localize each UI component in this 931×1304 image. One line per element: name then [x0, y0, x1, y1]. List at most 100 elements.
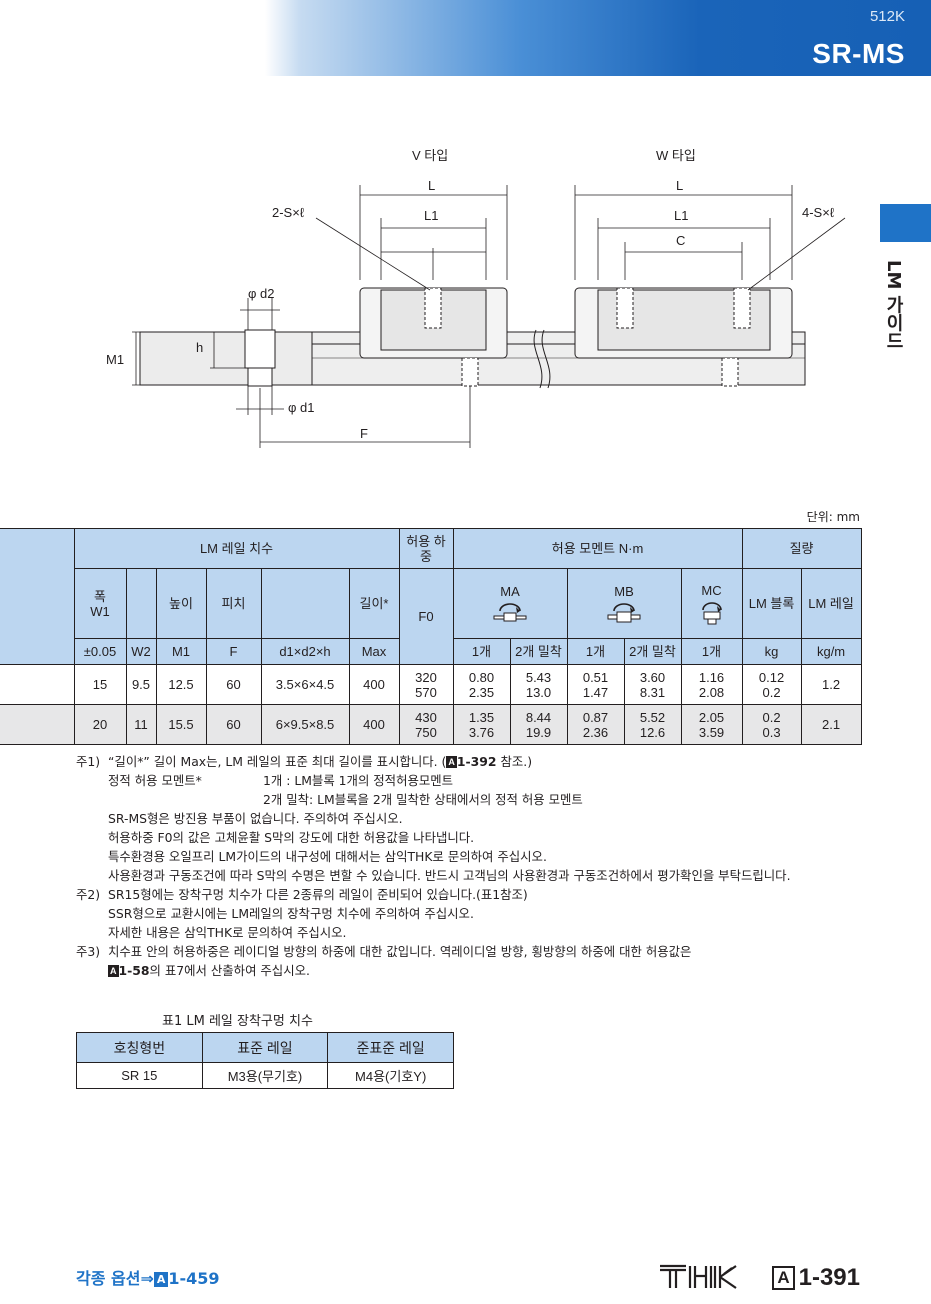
- header-length: 길이*: [348, 568, 400, 639]
- dim-L1-w: L1: [674, 208, 688, 223]
- unit-W2: W2: [125, 638, 157, 665]
- unit-M1: M1: [155, 638, 207, 665]
- model-col-header: [0, 528, 75, 665]
- unit-kg: kg: [741, 638, 802, 665]
- unit-MB-1: 1개: [566, 638, 625, 665]
- cell-max: 400: [348, 704, 400, 745]
- table1-header: 호칭형번: [76, 1032, 203, 1063]
- header-MC: MC: [680, 568, 743, 639]
- unit-label: 단위: mm: [806, 510, 860, 524]
- catalog-code: 512K: [869, 8, 905, 25]
- unit-MB-2: 2개 밀착: [623, 638, 682, 665]
- cell-F: 60: [205, 704, 262, 745]
- note-1-line5: 허용하중 F0의 값은 고체윤활 S막의 강도에 대한 허용값을 나타냅니다.: [108, 830, 475, 845]
- page-badge: A: [772, 1266, 795, 1290]
- hole-label-v: 2-S×ℓ: [272, 205, 305, 220]
- cell-dxh: 6×9.5×8.5: [260, 704, 350, 745]
- dim-M1: M1: [106, 352, 124, 367]
- dim-F: F: [360, 426, 368, 441]
- dim-L-w: L: [676, 178, 683, 193]
- note-1-moment: 정적 허용 모멘트*1개 : LM블록 1개의 정적허용모멘트: [108, 773, 454, 788]
- ref-link[interactable]: 1-392: [456, 754, 497, 769]
- table1-cell: SR 15: [76, 1062, 203, 1089]
- note-1-line7: 사용환경과 구동조건에 따라 S막의 수명은 변할 수 있습니다. 반드시 고객…: [108, 868, 791, 883]
- unit-kgm: kg/m: [800, 638, 862, 665]
- mc-moment-icon: [701, 601, 722, 624]
- ref-badge: A: [446, 756, 457, 768]
- cell-W1: 15: [73, 664, 127, 705]
- unit-MC-1: 1개: [680, 638, 743, 665]
- cell-dxh: 3.5×6×4.5: [260, 664, 350, 705]
- cell-max: 400: [348, 664, 400, 705]
- dim-L-v: L: [428, 178, 435, 193]
- cell-M1: 12.5: [155, 664, 207, 705]
- note-1-line6: 특수환경용 오일프리 LM가이드의 내구성에 대해서는 삼익THK로 문의하여 …: [108, 849, 547, 864]
- header-W2-blank: [125, 568, 157, 639]
- cell-W2: 11: [125, 704, 157, 745]
- header-MA: MA: [452, 568, 568, 639]
- unit-max: Max: [348, 638, 400, 665]
- ma-moment-icon: [493, 602, 527, 621]
- header-F0: F0: [398, 568, 454, 665]
- header-mass: 질량: [741, 528, 862, 569]
- table1-header: 표준 레일: [201, 1032, 329, 1063]
- header-MB: MB: [566, 568, 682, 639]
- note-1-line4: SR-MS형은 방진용 부품이 없습니다. 주의하여 주십시오.: [108, 811, 403, 826]
- dim-C: C: [676, 233, 685, 248]
- cell-rail: 1.2: [800, 664, 862, 705]
- thk-logo: [660, 1264, 737, 1289]
- model-title: SR-MS: [812, 38, 905, 69]
- header-load: 허용 하중: [398, 528, 454, 569]
- dim-L1-v: L1: [424, 208, 438, 223]
- cell-W1: 20: [73, 704, 127, 745]
- unit-W1: ±0.05: [73, 638, 127, 665]
- note-2: 주2) SR15형에는 장착구멍 치수가 다른 2종류의 레일이 준비되어 있습…: [76, 887, 528, 902]
- mb-moment-icon: [607, 602, 641, 622]
- unit-F: F: [205, 638, 262, 665]
- table1-cell: M4용(기호Y): [327, 1062, 454, 1089]
- note-1: 주1) “길이*” 길이 Max는, LM 레일의 표준 최대 길이를 표시합니…: [76, 754, 533, 769]
- note-1-moment2: 2개 밀착: LM블록을 2개 밀착한 상태에서의 정적 허용 모멘트: [263, 792, 583, 807]
- unit-MA-1: 1개: [452, 638, 511, 665]
- side-label: LM 가이드: [883, 260, 904, 350]
- dimension-drawing: V 타입 W 타입 L L L1 L1 C 2-S×ℓ 4-S×ℓ φ d2 φ…: [106, 148, 846, 448]
- hole-label-w: 4-S×ℓ: [802, 205, 835, 220]
- cell-rail: 2.1: [800, 704, 862, 745]
- header-lmblock: LM 블록: [741, 568, 802, 639]
- table-row: SR 15 M3용(무기호) M4용(기호Y): [76, 1062, 454, 1089]
- cell-F: 60: [205, 664, 262, 705]
- cell-M1: 15.5: [155, 704, 207, 745]
- side-tab-marker: [880, 204, 931, 242]
- unit-dxh: d1×d2×h: [260, 638, 350, 665]
- header-moment: 허용 모멘트 N·m: [452, 528, 743, 569]
- table1: 호칭형번 표준 레일 준표준 레일 SR 15 M3용(무기호) M4용(기호Y…: [76, 1032, 454, 1089]
- notes: 주1) “길이*” 길이 Max는, LM 레일의 표준 최대 길이를 표시합니…: [76, 752, 866, 980]
- table1-title: 표1 LM 레일 장착구멍 치수: [162, 1014, 313, 1029]
- header-lmrail: LM 레일: [800, 568, 862, 639]
- model-cell: [0, 664, 75, 705]
- ref-badge: A: [108, 965, 119, 977]
- ref-link[interactable]: 1-58: [118, 963, 150, 978]
- cell-W2: 9.5: [125, 664, 157, 705]
- dim-h: h: [196, 340, 203, 355]
- dim-d1: φ d1: [288, 400, 315, 415]
- ref-badge: A: [153, 1272, 169, 1287]
